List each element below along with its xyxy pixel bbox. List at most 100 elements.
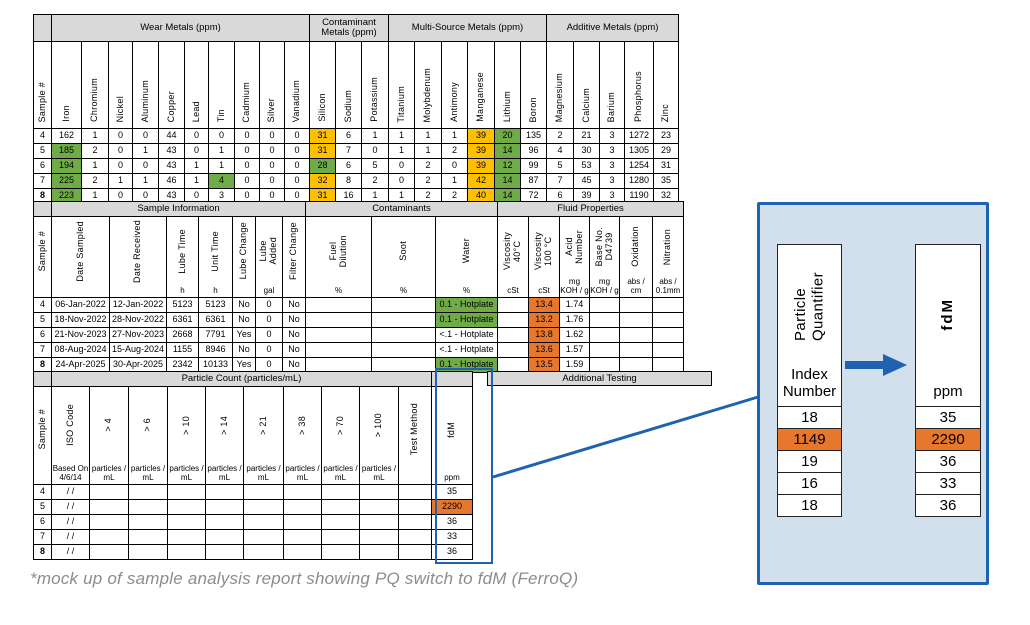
data-cell (321, 484, 360, 500)
column-label: > 4 (103, 418, 114, 433)
group-header: Particle Count (particles/mL) (51, 371, 432, 387)
data-cell (205, 529, 244, 545)
sample-id-cell: 5 (33, 312, 52, 328)
column-label: Nickel (114, 95, 125, 123)
column-header: Zinc (653, 41, 679, 129)
column-header: Titanium (388, 41, 415, 129)
column-header: Fuel Dilution% (305, 216, 372, 298)
data-cell: 12-Jan-2022 (109, 297, 167, 313)
callout-value-cell: 36 (915, 450, 981, 473)
data-cell: 0 (284, 143, 310, 159)
column-label: Fuel Dilution (327, 234, 348, 268)
data-cell: 20 (494, 128, 521, 144)
pq-header-label: Particle Quantifier (792, 271, 827, 341)
data-cell (128, 484, 168, 500)
data-cell (243, 514, 284, 530)
data-cell: 7791 (198, 327, 233, 343)
data-cell: 2 (441, 143, 468, 159)
data-cell (497, 327, 529, 343)
data-cell: 23 (653, 128, 679, 144)
column-label: Water (460, 238, 471, 264)
data-cell: 0 (132, 128, 159, 144)
data-cell (205, 484, 244, 500)
data-cell: 0 (361, 143, 389, 159)
column-label: > 21 (257, 415, 268, 435)
column-label: Unit Time (209, 230, 220, 272)
right-arrow-icon (845, 354, 907, 376)
pq-header-label-zone: Particle Quantifier (792, 245, 827, 367)
data-cell: 27-Nov-2023 (109, 327, 167, 343)
data-cell: 2 (81, 143, 109, 159)
data-cell: 36 (431, 544, 473, 560)
data-cell: 3 (599, 128, 625, 144)
callout-value-cell: 18 (777, 494, 842, 517)
particle-count-table: Particle Count (particles/mL) Sample # ISO… (33, 371, 473, 560)
data-cell: / / (51, 544, 90, 560)
column-unit: % (334, 285, 343, 295)
column-label: Date Sampled (74, 220, 85, 282)
sample-id-cell: 7 (33, 342, 52, 358)
data-cell: 1155 (166, 342, 199, 358)
group-header (33, 14, 52, 42)
column-header: Date Sampled (51, 216, 110, 298)
column-label: > 70 (334, 415, 345, 435)
data-cell: 194 (51, 158, 82, 174)
data-cell: 32 (309, 173, 336, 189)
data-cell: 1.62 (559, 327, 590, 343)
data-cell: No (282, 297, 306, 313)
data-cell: 87 (520, 173, 547, 189)
data-cell: 15-Aug-2024 (109, 342, 167, 358)
data-cell: / / (51, 529, 90, 545)
data-cell: 1 (208, 158, 235, 174)
data-cell: 0 (259, 143, 285, 159)
column-header: Molybdenum (414, 41, 442, 129)
data-cell (359, 529, 399, 545)
data-cell (205, 544, 244, 560)
data-cell: 1.76 (559, 312, 590, 328)
callout-value-cell: 19 (777, 450, 842, 473)
column-label: Vanadium (291, 79, 302, 123)
data-cell (619, 297, 653, 313)
group-header (33, 371, 52, 387)
column-label: Antimony (448, 82, 459, 123)
pq-header-sub: Index Number (782, 366, 837, 401)
data-cell (398, 484, 432, 500)
data-cell: 0 (255, 297, 283, 313)
data-cell: 0 (184, 128, 209, 144)
data-cell: 0 (184, 143, 209, 159)
fdm-header-label-zone: fdM (939, 245, 956, 384)
data-cell: No (232, 297, 256, 313)
data-cell (497, 342, 529, 358)
data-cell (283, 484, 322, 500)
callout-value-cell: 35 (915, 406, 981, 429)
data-cell: 21 (573, 128, 600, 144)
data-cell: 6 (335, 158, 362, 174)
column-label: Sample # (36, 409, 47, 450)
column-header: Manganese (467, 41, 495, 129)
column-header: Lithium (494, 41, 521, 129)
data-cell: 8946 (198, 342, 233, 358)
data-cell: 0.1 - Hotplate (435, 312, 498, 328)
column-header: Sodium (335, 41, 362, 129)
data-cell: 0.1 - Hotplate (435, 297, 498, 313)
data-cell: 3 (599, 158, 625, 174)
column-label: > 6 (142, 418, 153, 433)
column-label: Base No. D4739 (593, 227, 614, 267)
data-cell (89, 544, 129, 560)
data-cell (321, 529, 360, 545)
data-cell (89, 529, 129, 545)
sample-id-cell: 4 (33, 297, 52, 313)
column-unit: particles / mL (285, 463, 320, 482)
